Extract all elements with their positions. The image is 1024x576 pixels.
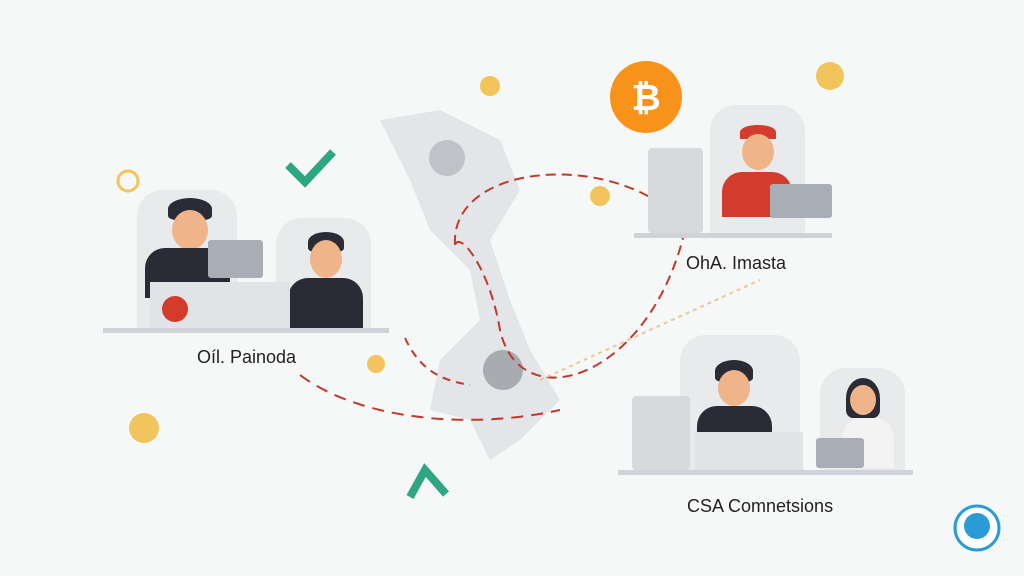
coin-decor-icon (590, 186, 610, 206)
bitcoin-badge-icon (162, 296, 188, 322)
person-top-right (742, 134, 774, 170)
right-top-desk (634, 233, 832, 238)
right-top-team-label: OhA. Imasta (686, 253, 787, 273)
person-left (172, 210, 208, 250)
left-desk (103, 328, 389, 333)
right-bottom-desk (618, 470, 913, 475)
coin-decor-icon (129, 413, 159, 443)
coin-decor-icon (367, 355, 385, 373)
coin-top-icon (429, 140, 465, 176)
left-team-label: Oíl. Painoda (197, 347, 297, 367)
counter (695, 432, 803, 470)
svg-text:₿: ₿ (631, 78, 660, 119)
laptop-icon (208, 240, 263, 278)
arrow-left (404, 337, 471, 386)
coin-decor-icon (480, 76, 500, 96)
person-right (310, 240, 342, 278)
country-map (380, 110, 560, 460)
coin-small-icon (116, 169, 140, 193)
caret-icon (406, 463, 450, 499)
connector-faint (539, 279, 761, 381)
coin-decor-icon (816, 62, 844, 90)
person-bottom-left (718, 370, 750, 406)
machine-icon (648, 148, 703, 233)
arrow-bottom (299, 374, 561, 421)
machine-icon (632, 396, 690, 470)
bitcoin-icon (610, 61, 682, 133)
laptop-icon (816, 438, 864, 468)
coin-bottom-icon (483, 350, 523, 390)
right-bottom-team-label: CSA Comnetsions (687, 496, 834, 516)
checkmark-icon (285, 149, 336, 188)
arrow-middle (454, 229, 686, 379)
laptop-icon (770, 184, 832, 218)
person-right-body (288, 278, 363, 328)
person-bottom-right (850, 385, 876, 415)
